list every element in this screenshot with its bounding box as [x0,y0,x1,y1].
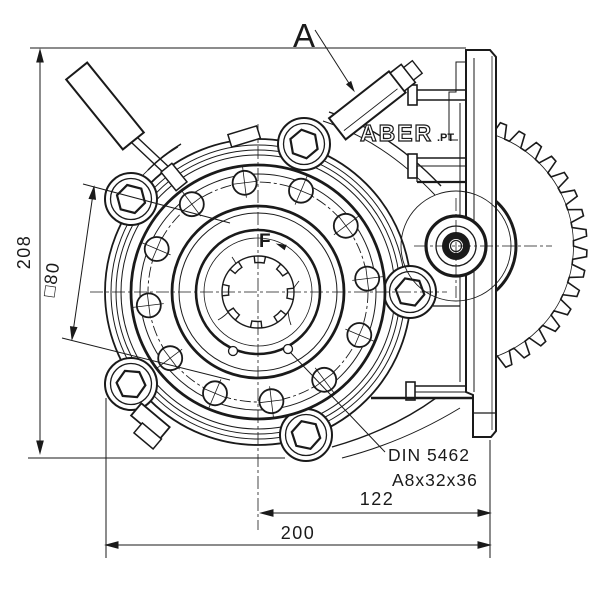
dimensions: 208 □80 122 200 DIN 5462 A8x32x36 A F [14,17,491,558]
brand-logo: ABER .PT [359,119,454,146]
dim-square-80 [68,186,98,340]
dim-height-208 [36,49,44,454]
boss-pad-a [327,59,424,141]
dim-offset-122 [260,509,491,517]
spline-bore [221,255,295,329]
brand-logo-text: ABER [360,120,433,146]
gear [491,121,588,374]
dim-square-label: □80 [39,260,64,298]
drain-tab [129,402,171,451]
dim-width-label: 200 [281,523,316,543]
spline-teeth [222,256,294,328]
hub-hole-right [282,343,294,355]
view-a-leader [314,29,357,93]
pto-housing [90,117,447,530]
spline-standard-label: DIN 5462 [388,445,470,465]
hub-hole-left [227,345,239,357]
bolt-circle [147,181,369,403]
dim-height-label: 208 [14,235,34,270]
bolt-holes [132,166,384,418]
housing-ribs [142,124,262,176]
gear-hub [491,195,518,297]
gear-teeth [491,121,588,374]
dim-width-200 [105,541,491,549]
brand-logo-suffix: .PT [437,132,454,144]
dim-offset-label: 122 [360,489,395,509]
shift-lever [64,61,189,192]
centerlines [90,124,447,530]
spline-designation-label: A8x32x36 [392,470,478,490]
bearing-boss [400,190,552,302]
rotation-f-label: F [259,231,271,252]
spline-spec-callout [289,351,386,453]
view-a-label: A [293,17,315,54]
